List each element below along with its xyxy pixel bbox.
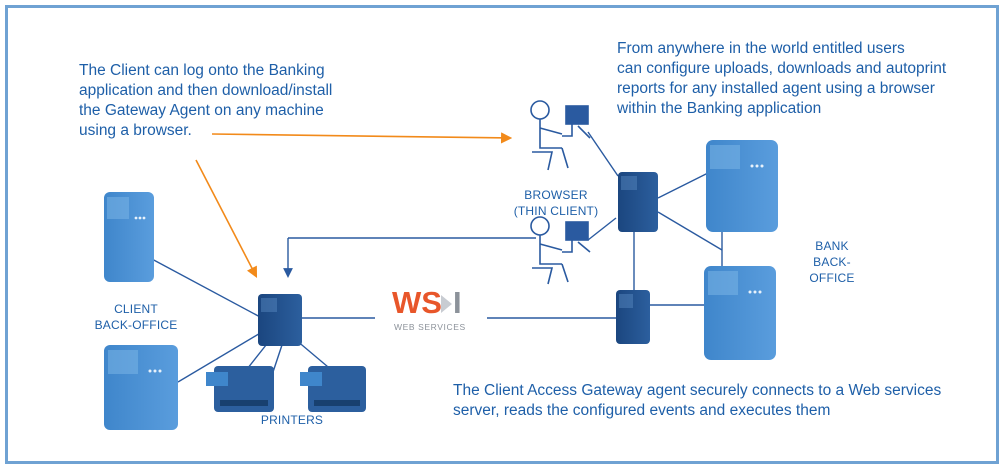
- network-lines: [149, 131, 723, 383]
- gateway-agent-server: [258, 294, 302, 346]
- wsi-logo-ws: WS: [392, 285, 442, 320]
- wsi-logo-i: I: [453, 285, 462, 320]
- wsi-logo-play-icon: [441, 295, 452, 313]
- gateway-note: The Client Access Gateway agent securely…: [453, 382, 942, 419]
- anywhere-note: From anywhere in the world entitled user…: [617, 40, 947, 117]
- printers-label: PRINTERS: [260, 413, 324, 427]
- user-at-computer-bottom-icon: [530, 216, 591, 285]
- client-login-note: The Client can log onto the Banking appl…: [79, 62, 333, 139]
- arrow-to-gateway: [195, 159, 258, 278]
- wsi-logo-sub: WEB SERVICES: [394, 322, 466, 332]
- bank-server-bottom: [704, 266, 776, 360]
- browser-label: BROWSER (THIN CLIENT): [513, 188, 599, 218]
- user-at-computer-top-icon: [530, 100, 591, 171]
- client-server-top: [104, 192, 154, 282]
- flow-arrows: [195, 132, 513, 278]
- wsi-logo: WS I WEB SERVICES: [392, 285, 466, 332]
- bank-server-top: [706, 140, 778, 232]
- arrow-to-browser: [211, 132, 513, 144]
- printer-right: [300, 366, 366, 412]
- bank-app-server: [618, 172, 658, 232]
- client-server-bottom: [104, 345, 178, 430]
- bank-backoffice-label: BANK BACK-OFFICE: [809, 239, 855, 285]
- web-services-server: [616, 290, 650, 344]
- printer-left: [206, 366, 274, 412]
- client-backoffice-label: CLIENT BACK-OFFICE: [94, 302, 178, 332]
